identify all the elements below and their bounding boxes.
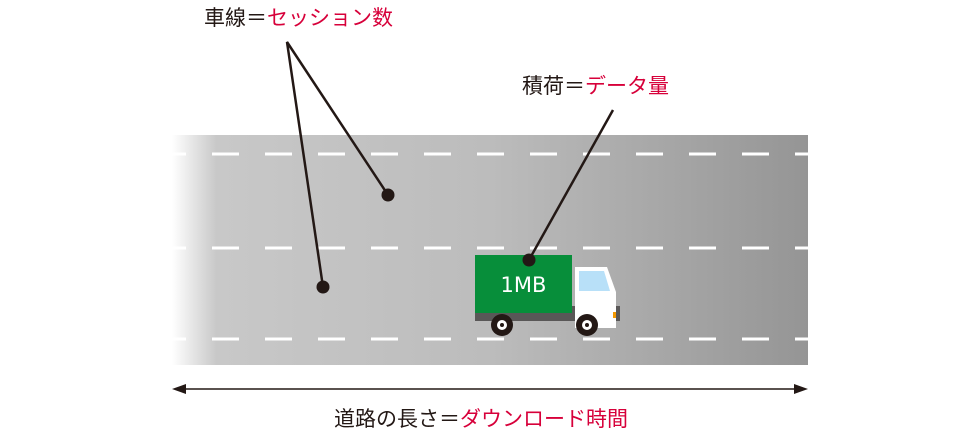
lane-dash (742, 337, 769, 341)
lane-dash (265, 246, 292, 250)
leader-dot (522, 253, 536, 267)
lane-dash (583, 152, 610, 156)
wheel (491, 314, 513, 336)
lane-dash (477, 337, 504, 341)
length-term: 道路の長さ＝ (334, 407, 460, 430)
lane-dash (212, 152, 239, 156)
load-term: 積荷＝ (522, 74, 585, 98)
lane-dash (318, 337, 345, 341)
truck-cargo-box (475, 255, 572, 313)
load-leader (527, 109, 615, 261)
lane-dash (318, 152, 345, 156)
road (172, 135, 808, 365)
lane-dash (689, 337, 716, 341)
lane-dash (742, 246, 769, 250)
lane-dash (795, 246, 808, 250)
leader-dot (381, 188, 395, 202)
lane-dash (371, 152, 398, 156)
leader-dot (316, 280, 330, 294)
length-arrow (172, 384, 808, 394)
lane-dash (689, 246, 716, 250)
lane-dashes (172, 152, 808, 341)
lane-dash (172, 337, 186, 341)
lane-dash (636, 337, 663, 341)
lane-dash (689, 152, 716, 156)
lane-dash (530, 246, 557, 250)
lane-dash (530, 152, 557, 156)
lane-dash (265, 152, 292, 156)
lane-dash (371, 246, 398, 250)
lane-dash (742, 152, 769, 156)
truck-window (579, 271, 610, 291)
lane-dash (172, 152, 186, 156)
lane-dash (477, 246, 504, 250)
lane-dash (530, 337, 557, 341)
lane-dash (371, 337, 398, 341)
lane-dash (795, 152, 808, 156)
length-label: 道路の長さ＝ダウンロード時間 (334, 403, 628, 430)
lane-dash (424, 246, 451, 250)
length-meaning: ダウンロード時間 (460, 407, 628, 430)
lane-dash (318, 246, 345, 250)
lane-dash (212, 337, 239, 341)
lanes-term: 車線＝ (204, 6, 267, 30)
lane-dash (583, 337, 610, 341)
lane-dash (212, 246, 239, 250)
load-label: 積荷＝データ量 (522, 70, 669, 100)
lane-dash (636, 246, 663, 250)
truck-light (613, 312, 616, 318)
truck-cargo-label: 1MB (500, 273, 547, 297)
lane-dash (636, 152, 663, 156)
lane-dash (265, 337, 292, 341)
lane-dash (424, 152, 451, 156)
leader-lines (285, 41, 615, 288)
lane-dash (795, 337, 808, 341)
lane-dash (583, 246, 610, 250)
truck (475, 255, 620, 336)
lanes-meaning: セッション数 (267, 6, 393, 30)
lane-dash (172, 246, 186, 250)
lane-dash (424, 337, 451, 341)
load-meaning: データ量 (585, 74, 669, 98)
lanes-leader (285, 41, 390, 288)
lane-dash (477, 152, 504, 156)
lanes-label: 車線＝セッション数 (204, 2, 393, 32)
wheel (576, 314, 598, 336)
